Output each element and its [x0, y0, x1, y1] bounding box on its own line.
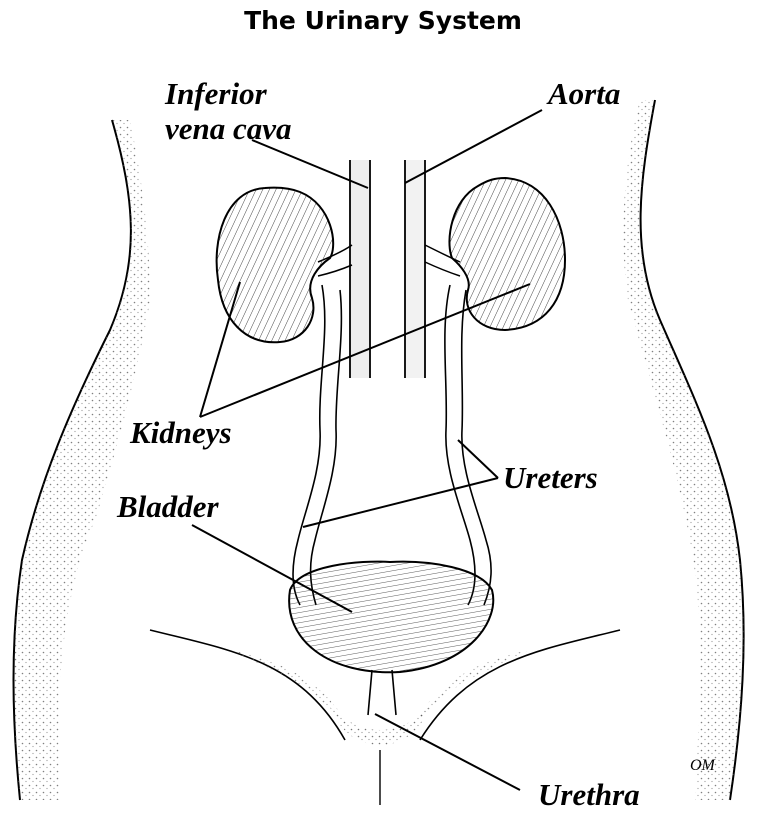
renal-vessels	[318, 245, 460, 276]
label-inferior-vena-cava-line1: Inferior	[164, 76, 268, 111]
urethra-leader-line	[375, 714, 520, 790]
aorta-vessel	[405, 160, 425, 378]
label-kidneys: Kidneys	[129, 415, 232, 450]
kidneys-leader-line-left	[200, 282, 240, 417]
right-ureter	[445, 285, 491, 605]
torso-outline	[14, 100, 744, 805]
right-kidney	[449, 178, 565, 330]
label-aorta: Aorta	[546, 76, 620, 111]
inferior-vena-cava	[350, 160, 370, 378]
aorta-leader-line	[405, 110, 542, 183]
left-kidney	[217, 188, 334, 343]
ureters-leader-line-left	[303, 478, 498, 527]
label-urethra: Urethra	[538, 777, 640, 812]
label-inferior-vena-cava-line2: vena cava	[165, 111, 292, 146]
artist-signature: OM	[690, 757, 717, 774]
label-bladder: Bladder	[116, 489, 220, 524]
label-ureters: Ureters	[503, 460, 598, 495]
